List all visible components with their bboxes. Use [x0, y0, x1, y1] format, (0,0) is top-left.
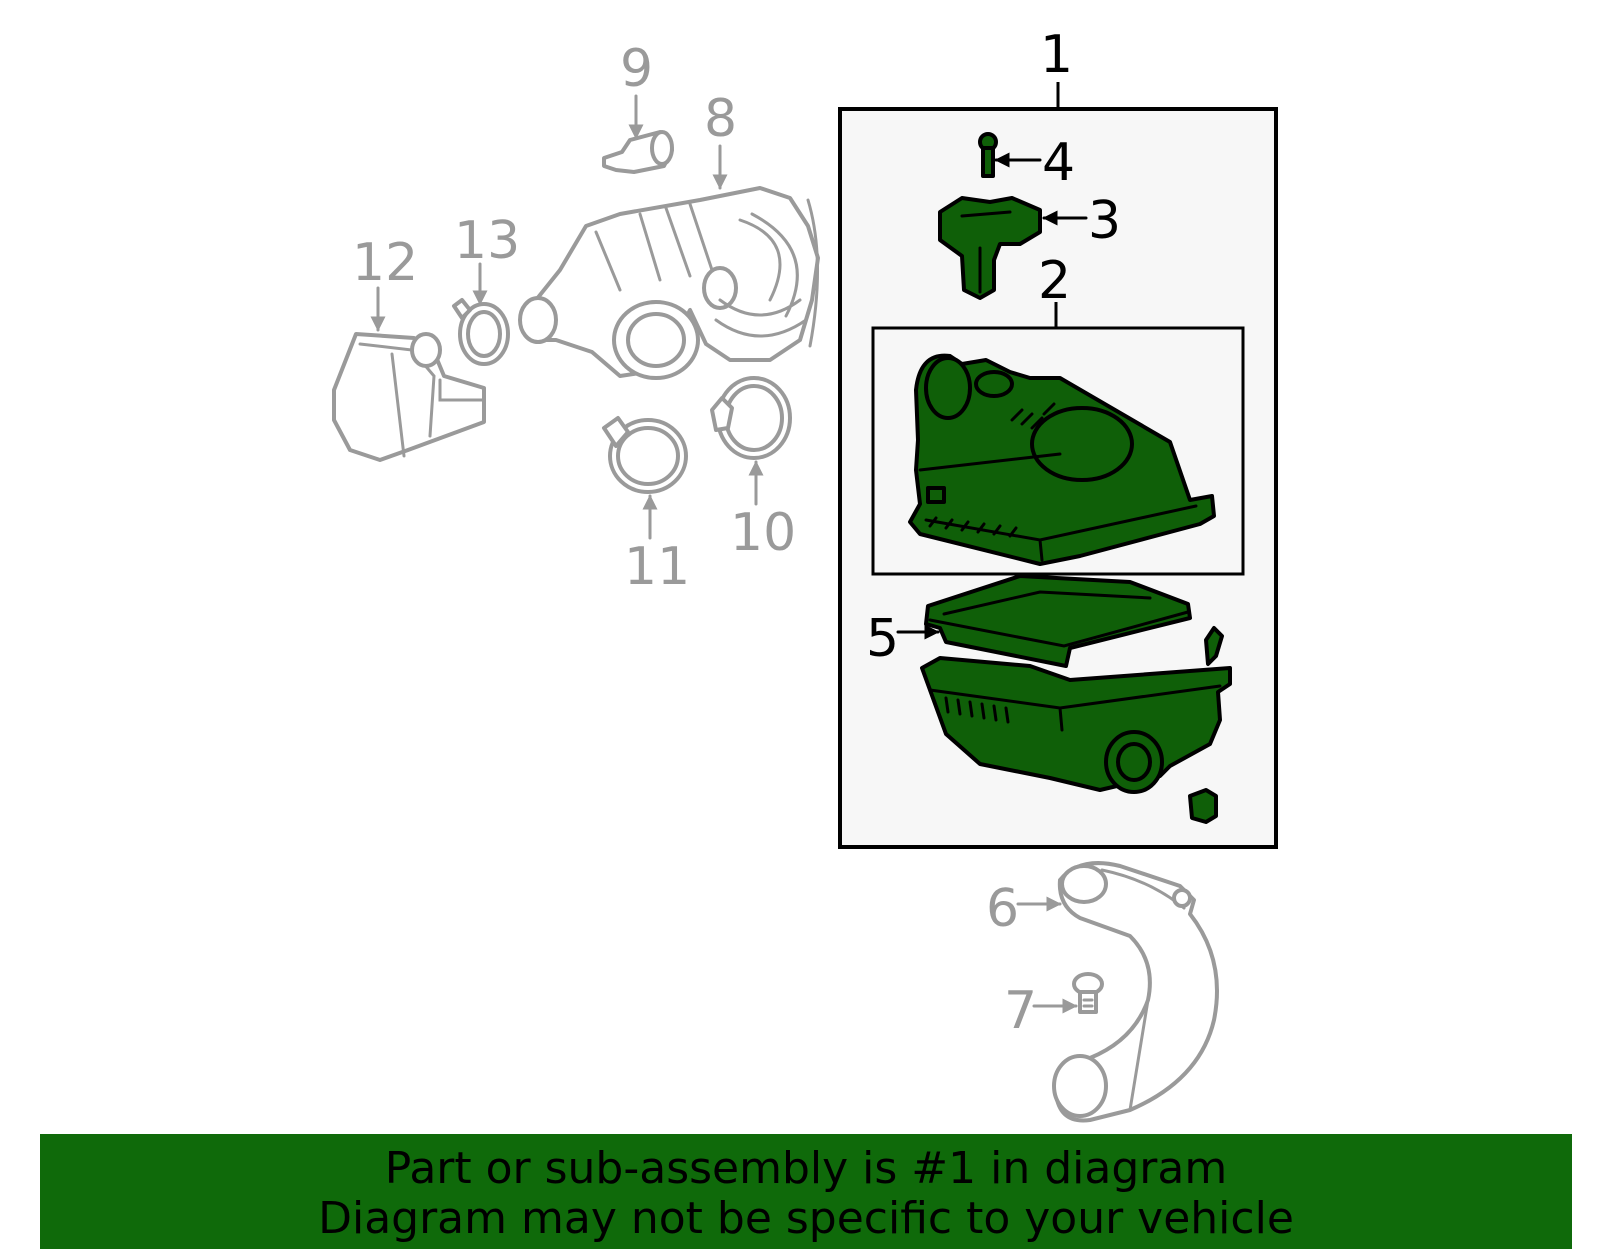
- label-6: 6: [986, 879, 1019, 939]
- label-10: 10: [730, 503, 796, 563]
- part-7-bolt: [1072, 972, 1104, 1014]
- part-4-screw: [978, 132, 998, 178]
- part-13-clamp: [452, 298, 510, 366]
- part-8-intake-hose: [518, 186, 820, 380]
- label-9: 9: [620, 39, 653, 99]
- part-10-clamp: [710, 376, 792, 460]
- label-3: 3: [1088, 191, 1121, 251]
- part-6-duct: [1052, 861, 1219, 1123]
- label-7: 7: [1004, 981, 1037, 1041]
- label-8: 8: [704, 89, 737, 149]
- part-9-sensor-bolt: [602, 130, 674, 174]
- footer-line-2: Diagram may not be specific to your vehi…: [318, 1193, 1294, 1244]
- footer-banner: Part or sub-assembly is #1 in diagram Di…: [40, 1134, 1572, 1249]
- label-13: 13: [454, 211, 520, 271]
- label-11: 11: [624, 537, 690, 597]
- part-2-upper-housing: [908, 353, 1216, 566]
- footer-line-1: Part or sub-assembly is #1 in diagram: [384, 1143, 1228, 1194]
- part-11-clamp: [602, 416, 688, 494]
- lower-housing: [920, 626, 1232, 824]
- label-1: 1: [1040, 25, 1073, 85]
- label-5: 5: [866, 609, 899, 669]
- label-12: 12: [352, 233, 418, 293]
- part-3-sensor: [938, 196, 1042, 300]
- label-4: 4: [1042, 133, 1075, 193]
- label-2: 2: [1038, 251, 1071, 311]
- part-12-resonator: [332, 332, 486, 462]
